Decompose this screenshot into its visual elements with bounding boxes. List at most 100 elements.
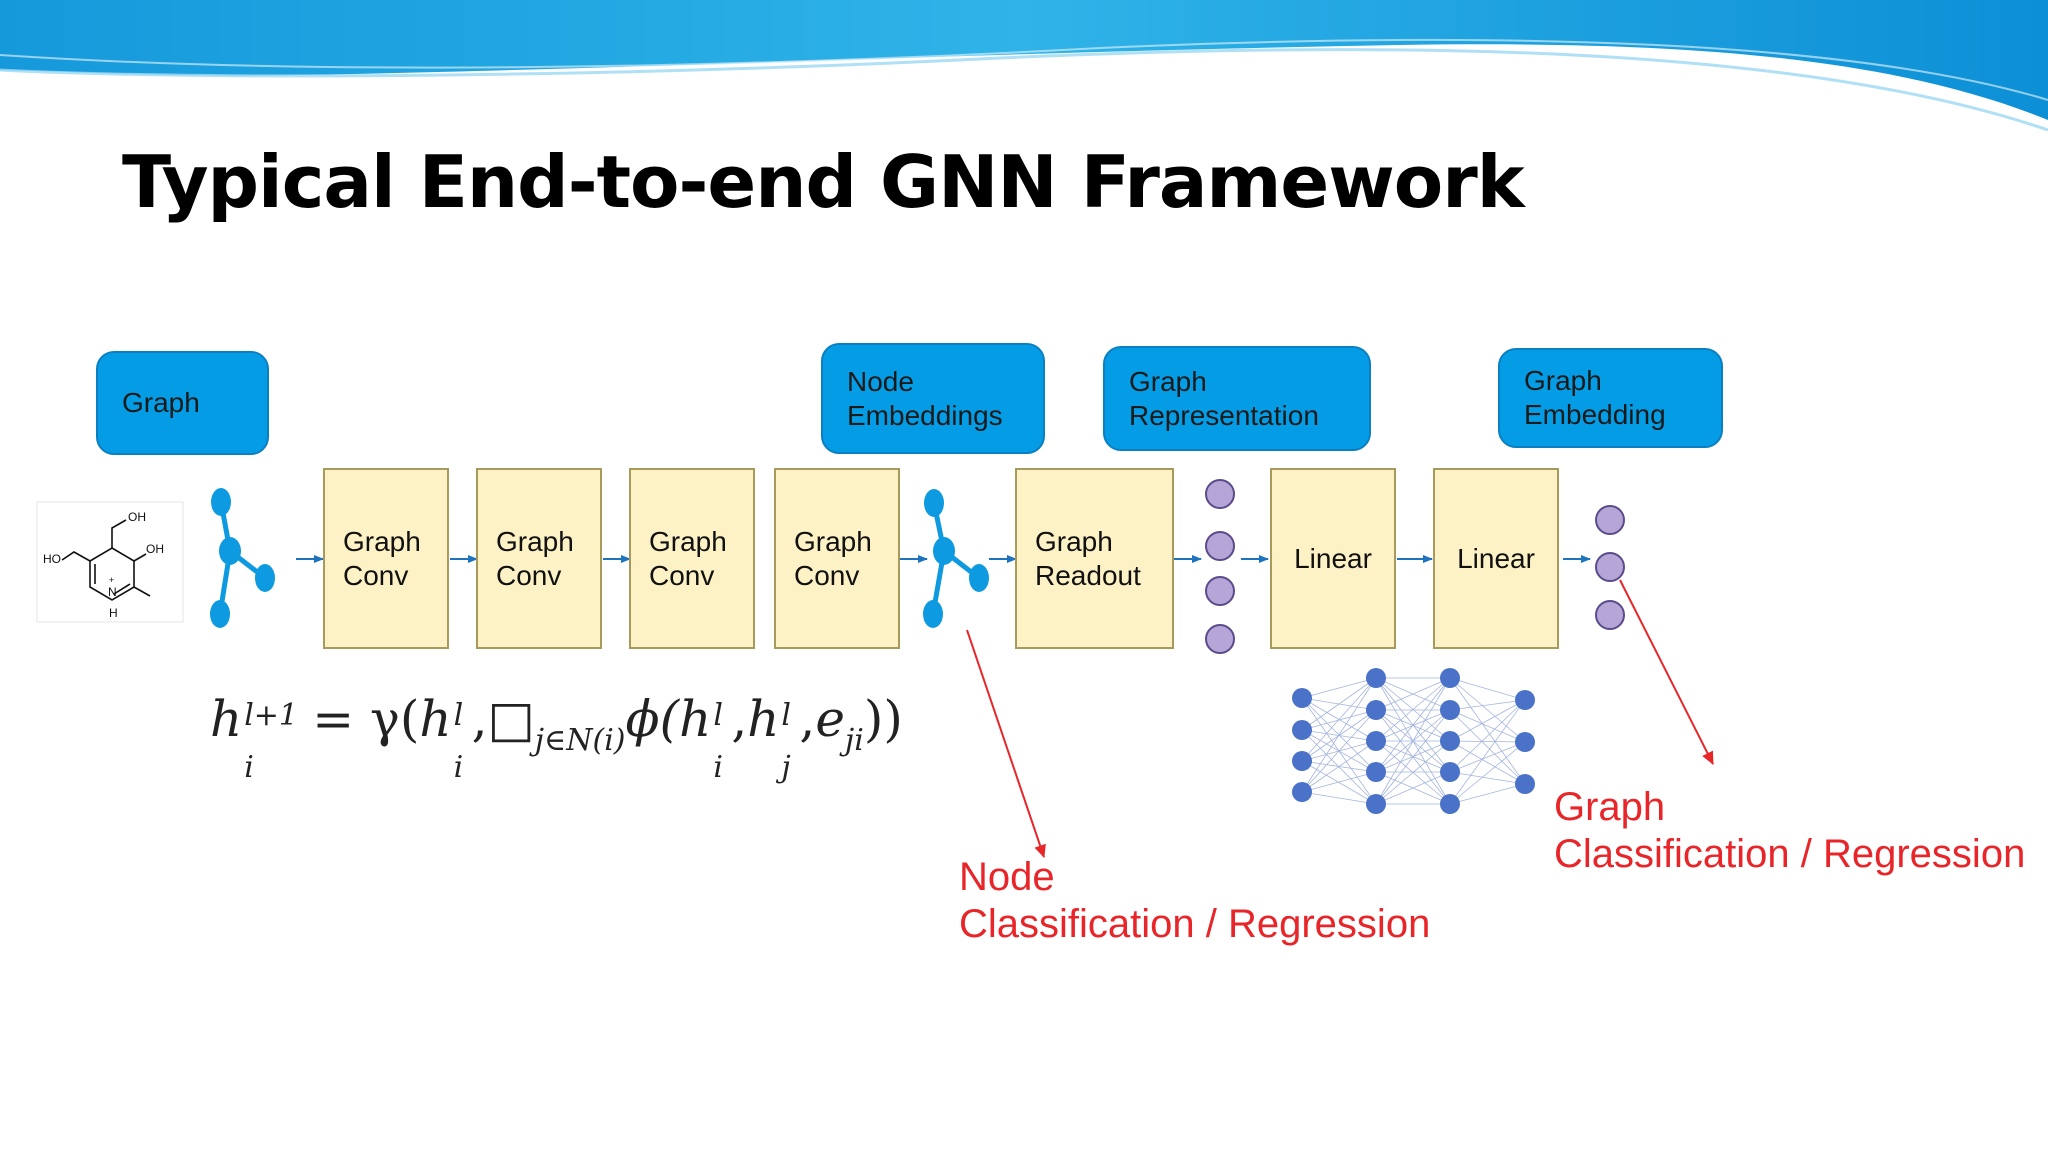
nn-connection <box>1449 740 1526 785</box>
nn-connection <box>1449 709 1526 785</box>
header-wave <box>0 0 2048 132</box>
graph-representation-nodes <box>1205 479 1235 654</box>
graph-representation-line2: Representation <box>1129 399 1319 431</box>
nn-connection <box>1449 677 1526 701</box>
nn-neuron <box>1366 762 1386 782</box>
nn-connection <box>1449 783 1526 805</box>
graph-embedding-line2: Embedding <box>1524 399 1666 430</box>
graph-conv-3-line2: Conv <box>649 559 715 591</box>
nn-neuron <box>1366 700 1386 720</box>
node-embedding-graph <box>923 489 989 628</box>
graph-conv-2-line1: Graph <box>496 525 574 557</box>
graph-embedding-line1: Graph <box>1524 365 1602 396</box>
nn-neuron <box>1292 720 1312 740</box>
molecule-plus: + <box>109 575 115 585</box>
graph-readout-line1: Graph <box>1035 525 1113 557</box>
nn-neuron <box>1440 668 1460 688</box>
output-arrows <box>966 579 1714 858</box>
graph-readout-line2: Readout <box>1035 559 1141 591</box>
graph-conv-4-line2: Conv <box>794 559 860 591</box>
graph-conv-layer-3: Graph Conv <box>629 468 755 649</box>
molecule-oh-top: OH <box>128 510 146 524</box>
nn-connection <box>1375 677 1451 773</box>
nn-connection <box>1301 677 1377 731</box>
nn-neuron <box>1292 688 1312 708</box>
nn-connection <box>1301 740 1377 793</box>
nn-connection <box>1301 791 1377 805</box>
node-embeddings-label-box: Node Embeddings <box>821 343 1045 454</box>
nn-connection <box>1301 677 1377 793</box>
graph-representation-line1: Graph <box>1129 365 1207 397</box>
molecule-ho-left: HO <box>43 552 61 566</box>
nn-connection <box>1375 771 1451 805</box>
graph-conv-layer-4: Graph Conv <box>774 468 900 649</box>
nn-neuron <box>1292 751 1312 771</box>
nn-connection <box>1449 699 1526 805</box>
nn-connection <box>1449 740 1526 743</box>
nn-neuron <box>1440 794 1460 814</box>
graph-readout-layer: Graph Readout <box>1015 468 1174 649</box>
nn-connection <box>1301 677 1377 762</box>
molecule-n: N <box>108 585 117 599</box>
graph-conv-4-line1: Graph <box>794 525 872 557</box>
graph-embedding-nodes <box>1595 505 1625 630</box>
node-embeddings-line2: Embeddings <box>847 399 1003 431</box>
graph-conv-layer-2: Graph Conv <box>476 468 602 649</box>
molecule-oh-right: OH <box>146 542 164 556</box>
nn-neuron <box>1515 774 1535 794</box>
nn-connection <box>1375 677 1451 805</box>
linear-1-label: Linear <box>1294 542 1372 574</box>
nn-connection <box>1449 771 1526 785</box>
nn-connection <box>1301 709 1377 793</box>
linear-layer-1: Linear <box>1270 468 1396 649</box>
nn-connection <box>1301 729 1377 805</box>
node-classification-line1: Node <box>959 855 1055 899</box>
nn-connection <box>1449 677 1526 743</box>
nn-neuron <box>1515 732 1535 752</box>
graph-classification-line1: Graph <box>1554 785 1666 829</box>
nn-neuron <box>1366 731 1386 751</box>
linear-layer-2: Linear <box>1433 468 1559 649</box>
nn-neuron <box>1440 700 1460 720</box>
nn-neuron <box>1292 782 1312 802</box>
nn-neuron <box>1366 794 1386 814</box>
nn-connection <box>1449 677 1526 785</box>
graph-conv-1-line2: Conv <box>343 559 409 591</box>
nn-connection <box>1449 709 1526 743</box>
nn-connection <box>1449 699 1526 742</box>
linear-2-label: Linear <box>1457 542 1535 574</box>
graph-embedding-label-box: Graph Embedding <box>1498 348 1723 448</box>
nn-connection <box>1449 741 1526 773</box>
node-classification-label: Node Classification / Regression <box>959 854 1430 948</box>
nn-neuron <box>1440 731 1460 751</box>
molecule-h: H <box>109 606 118 620</box>
nn-neuron <box>1366 668 1386 688</box>
neural-network-illustration <box>1292 668 1535 814</box>
slide-title: Typical End-to-end GNN Framework <box>122 140 1525 224</box>
nn-neuron <box>1440 762 1460 782</box>
molecule-image <box>36 501 184 623</box>
graph-conv-3-line1: Graph <box>649 525 727 557</box>
graph-classification-line2: Classification / Regression <box>1554 832 2026 876</box>
node-classification-line2: Classification / Regression <box>959 902 1431 946</box>
input-graph <box>210 488 275 628</box>
nn-connection <box>1449 699 1526 711</box>
nn-connection <box>1301 771 1377 793</box>
nn-connection <box>1375 677 1451 742</box>
node-embeddings-line1: Node <box>847 365 914 397</box>
graph-label-box: Graph <box>96 351 269 455</box>
nn-connection <box>1375 677 1451 711</box>
nn-neuron <box>1515 690 1535 710</box>
nn-connection <box>1375 740 1451 805</box>
graph-representation-label-box: Graph Representation <box>1103 346 1371 451</box>
nn-connection <box>1301 677 1377 699</box>
nn-connection <box>1375 709 1451 805</box>
nn-connection <box>1449 699 1526 773</box>
nn-connection <box>1449 741 1526 805</box>
graph-conv-layer-1: Graph Conv <box>323 468 449 649</box>
nn-connection <box>1301 760 1377 805</box>
graph-conv-2-line2: Conv <box>496 559 562 591</box>
graph-conv-1-line1: Graph <box>343 525 421 557</box>
